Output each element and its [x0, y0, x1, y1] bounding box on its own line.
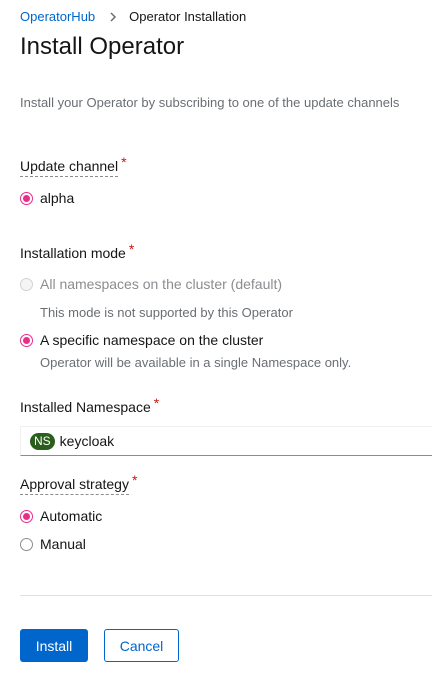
radio-button[interactable] — [20, 333, 33, 347]
radio-button[interactable] — [20, 537, 33, 551]
install-button[interactable]: Install — [20, 629, 88, 662]
radio-label: Automatic — [40, 508, 103, 524]
radio-option-all-namespaces: All namespaces on the cluster (default) — [20, 276, 282, 292]
installation-mode-label-text: Installation mode — [20, 245, 126, 261]
specific-namespace-helper: Operator will be available in a single N… — [40, 355, 352, 370]
radio-button — [20, 277, 33, 291]
radio-option-automatic[interactable]: Automatic — [20, 508, 102, 524]
approval-strategy-label-text[interactable]: Approval strategy — [20, 476, 129, 495]
radio-label: A specific namespace on the cluster — [40, 332, 264, 348]
installation-mode-label: Installation mode* — [20, 241, 134, 261]
radio-option-specific-namespace[interactable]: A specific namespace on the cluster — [20, 332, 263, 348]
required-asterisk: * — [153, 395, 160, 411]
namespace-badge: NS — [30, 432, 55, 450]
installed-namespace-label: Installed Namespace* — [20, 395, 159, 415]
cancel-button[interactable]: Cancel — [104, 629, 179, 662]
update-channel-label-text[interactable]: Update channel — [20, 158, 119, 177]
breadcrumb: OperatorHub Operator Installation — [20, 9, 246, 24]
radio-button[interactable] — [20, 509, 33, 523]
required-asterisk: * — [128, 241, 135, 257]
radio-option-manual[interactable]: Manual — [20, 536, 86, 552]
radio-button[interactable] — [20, 191, 33, 205]
breadcrumb-current: Operator Installation — [129, 9, 247, 24]
radio-label: alpha — [40, 190, 75, 206]
installed-namespace-field[interactable]: NS keycloak — [20, 426, 432, 456]
required-asterisk: * — [131, 472, 138, 488]
required-asterisk: * — [121, 154, 127, 170]
namespace-value: keycloak — [59, 433, 115, 449]
update-channel-label: Update channel* — [20, 154, 127, 177]
approval-strategy-label: Approval strategy* — [20, 472, 137, 495]
breadcrumb-link-operatorhub[interactable]: OperatorHub — [20, 9, 96, 24]
installed-namespace-label-text: Installed Namespace — [20, 399, 151, 415]
radio-option-alpha[interactable]: alpha — [20, 190, 74, 206]
all-namespaces-helper: This mode is not supported by this Opera… — [40, 305, 293, 320]
radio-label: All namespaces on the cluster (default) — [40, 276, 283, 292]
page-title: Install Operator — [20, 33, 185, 60]
divider — [20, 595, 432, 596]
page-description: Install your Operator by subscribing to … — [20, 95, 400, 110]
chevron-right-icon — [110, 11, 117, 22]
radio-label: Manual — [40, 536, 86, 552]
